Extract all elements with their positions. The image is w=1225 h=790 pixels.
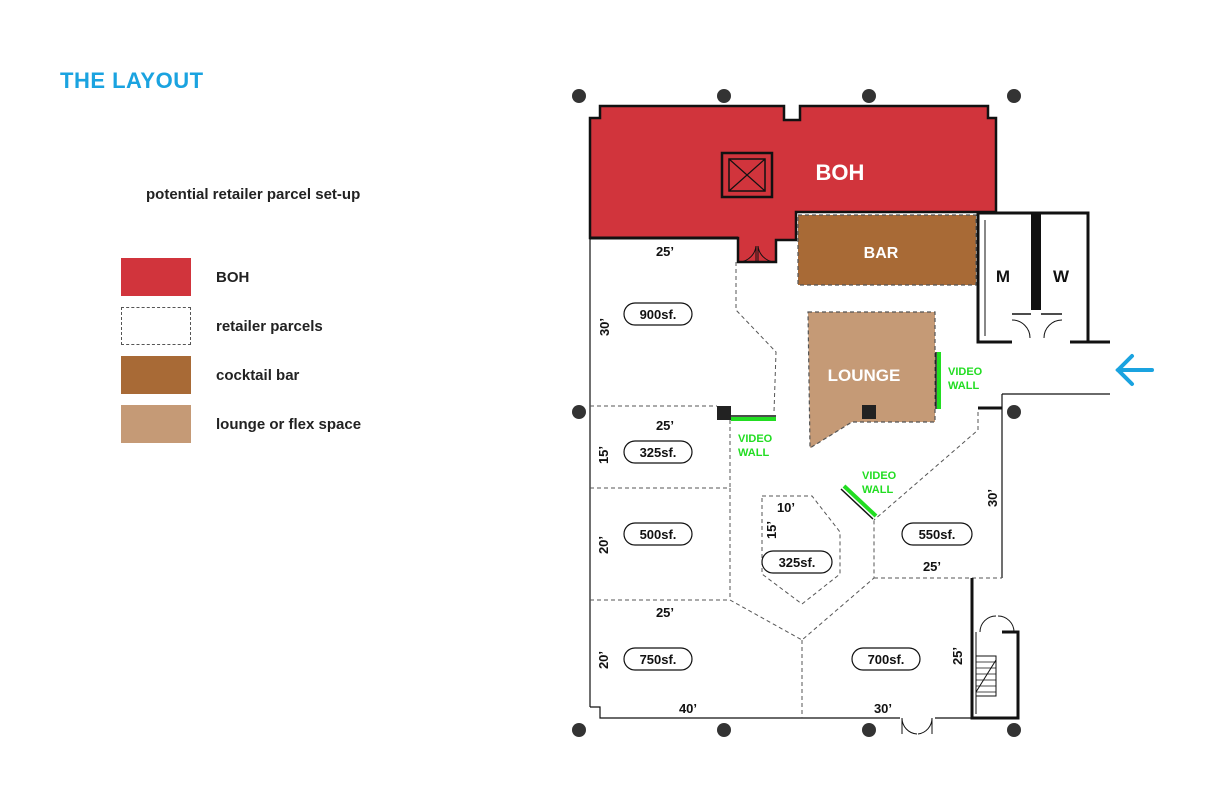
column-dot bbox=[572, 89, 586, 103]
dim-25-low: 25’ bbox=[656, 605, 674, 620]
dim-40-bottom: 40’ bbox=[679, 701, 697, 716]
column-dot bbox=[1007, 89, 1021, 103]
parcel-labels: 900sf. 325sf. 500sf. 325sf. 550sf. 750sf… bbox=[623, 302, 973, 671]
legend-label-lounge: lounge or flex space bbox=[216, 416, 362, 433]
column-dot bbox=[572, 405, 586, 419]
column-dot bbox=[717, 723, 731, 737]
elevator-icon bbox=[720, 151, 774, 199]
legend-item-cocktail-bar: cocktail bar bbox=[121, 356, 421, 396]
legend-item-lounge: lounge or flex space bbox=[121, 405, 421, 445]
dim-25-top: 25’ bbox=[656, 244, 674, 259]
page-title: THE LAYOUT bbox=[60, 68, 204, 93]
lounge-label: LOUNGE bbox=[828, 366, 901, 385]
dim-30-right: 30’ bbox=[985, 489, 1000, 507]
video-wall-center bbox=[842, 484, 878, 518]
video-wall-label-center-2: WALL bbox=[862, 484, 893, 496]
column-dot bbox=[717, 89, 731, 103]
dim-10-inner: 10’ bbox=[777, 500, 795, 515]
dim-30-left: 30’ bbox=[597, 318, 612, 336]
lounge-column bbox=[862, 405, 876, 419]
dim-30-bottom: 30’ bbox=[874, 701, 892, 716]
column-dot bbox=[1007, 723, 1021, 737]
legend-item-retailer-parcels: retailer parcels bbox=[121, 307, 421, 347]
lounge-area bbox=[807, 311, 936, 450]
legend-label-retailer-parcels: retailer parcels bbox=[216, 318, 323, 335]
parcel-area-900: 900sf. bbox=[640, 307, 677, 322]
parcel-boundaries bbox=[590, 262, 1002, 718]
legend-item-boh: BOH bbox=[121, 258, 421, 298]
dim-20-left: 20’ bbox=[596, 536, 611, 554]
door-swing-icon bbox=[739, 245, 933, 735]
boh-area bbox=[588, 104, 998, 264]
dim-15-inner: 15’ bbox=[764, 521, 779, 539]
column-dot bbox=[862, 89, 876, 103]
dim-25-stair: 25’ bbox=[950, 647, 965, 665]
restroom-m-label: M bbox=[996, 267, 1010, 286]
cocktail-bar-area bbox=[797, 214, 977, 286]
dimension-labels: 25’ 30’ 25’ 15’ 20’ 10’ 15’ 25’ 20’ 30’ … bbox=[596, 244, 1000, 716]
legend-label-cocktail-bar: cocktail bar bbox=[216, 367, 300, 384]
restroom-block: M W bbox=[976, 211, 1110, 344]
boh-label: BOH bbox=[816, 160, 865, 185]
column-dot bbox=[1007, 405, 1021, 419]
parcel-area-550: 550sf. bbox=[919, 527, 956, 542]
video-walls: VIDEO WALL VIDEO WALL VIDEO WALL bbox=[717, 352, 983, 520]
legend-swatch-boh bbox=[121, 258, 191, 296]
stair-icon bbox=[970, 578, 1020, 720]
column-dot bbox=[572, 723, 586, 737]
video-wall-label-left-2: WALL bbox=[738, 447, 769, 459]
dim-25-right: 25’ bbox=[923, 559, 941, 574]
legend-swatch-cocktail-bar bbox=[121, 356, 191, 394]
column-dot bbox=[862, 723, 876, 737]
parcel-area-500: 500sf. bbox=[640, 527, 677, 542]
video-wall-label-lounge-1: VIDEO bbox=[948, 366, 983, 378]
video-wall-label-center-1: VIDEO bbox=[862, 470, 897, 482]
video-wall-label-left-1: VIDEO bbox=[738, 433, 773, 445]
column-grid bbox=[572, 89, 1021, 737]
parcel-area-700: 700sf. bbox=[868, 652, 905, 667]
dim-15-left: 15’ bbox=[596, 446, 611, 464]
dim-25-mid: 25’ bbox=[656, 418, 674, 433]
video-wall-label-lounge-2: WALL bbox=[948, 380, 979, 392]
bar-label: BAR bbox=[864, 245, 899, 262]
legend-swatch-lounge bbox=[121, 405, 191, 443]
page-subtitle: potential retailer parcel set-up bbox=[146, 186, 361, 203]
restroom-w-label: W bbox=[1053, 267, 1070, 286]
parcel-area-325-left: 325sf. bbox=[640, 445, 677, 460]
parcel-area-325-center: 325sf. bbox=[779, 555, 816, 570]
legend-swatch-retailer-parcels bbox=[121, 307, 191, 345]
legend-label-boh: BOH bbox=[216, 269, 250, 286]
dim-20-low: 20’ bbox=[596, 651, 611, 669]
entrance-arrow-icon bbox=[1115, 354, 1154, 386]
parcel-area-750: 750sf. bbox=[640, 652, 677, 667]
outer-walls bbox=[589, 236, 1110, 719]
